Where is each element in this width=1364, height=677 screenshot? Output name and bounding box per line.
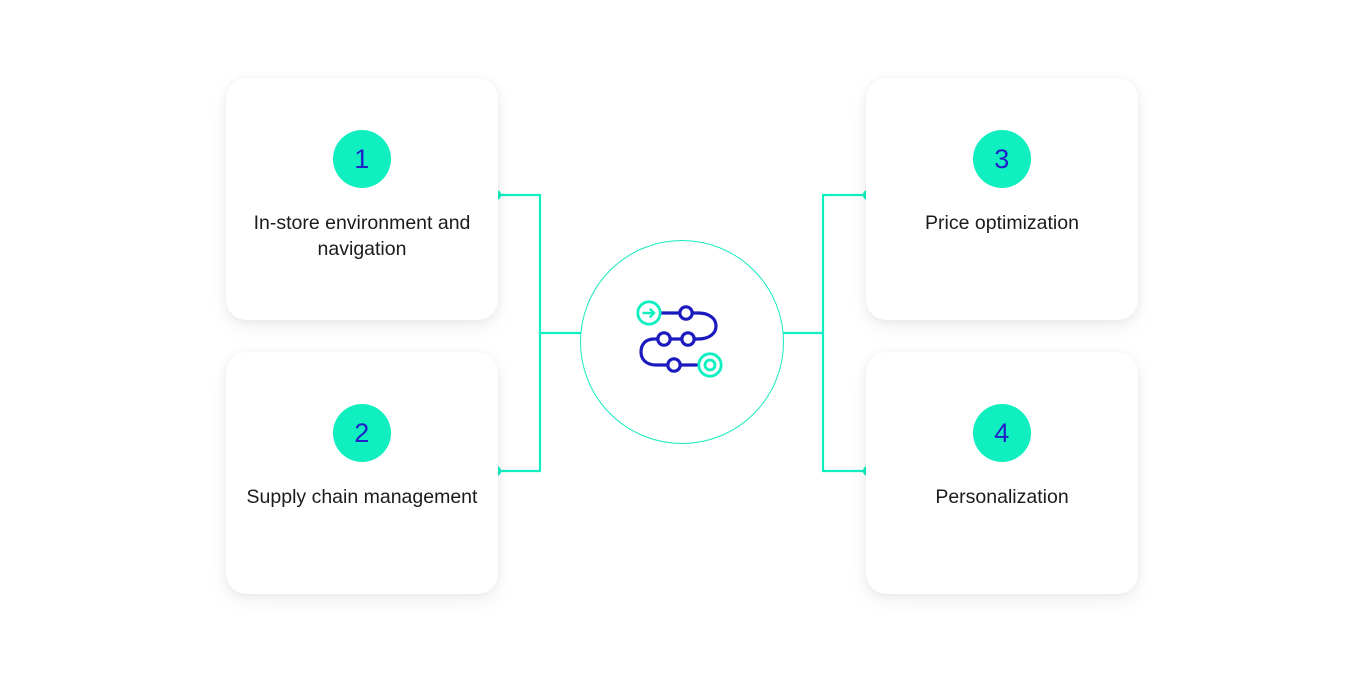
- waypoint-node-2: [680, 331, 696, 347]
- card-label: In-store environment and navigation: [253, 212, 471, 260]
- waypoint-node-4: [666, 357, 682, 373]
- card-label: Supply chain management: [246, 486, 478, 508]
- card-number-badge: 1: [333, 130, 391, 188]
- arrow-in-circle-icon: [636, 300, 662, 326]
- card-label: Personalization: [935, 486, 1069, 508]
- waypoint-node-1: [678, 305, 694, 321]
- card-supply-chain-management[interactable]: 2 Supply chain management: [226, 352, 498, 594]
- card-label: Price optimization: [925, 212, 1079, 234]
- waypoint-node-3: [656, 331, 672, 347]
- card-number-badge: 3: [973, 130, 1031, 188]
- card-personalization[interactable]: 4 Personalization: [866, 352, 1138, 594]
- card-number-badge: 4: [973, 404, 1031, 462]
- card-number-badge: 2: [333, 404, 391, 462]
- journey-path-icon: [636, 300, 723, 378]
- center-hub: [580, 240, 784, 444]
- right-bracket-path: [821, 193, 870, 473]
- card-in-store-environment[interactable]: 1 In-store environment and navigation: [226, 78, 498, 320]
- card-price-optimization[interactable]: 3 Price optimization: [866, 78, 1138, 320]
- left-bracket-path: [494, 193, 542, 473]
- target-circle-icon: [697, 352, 723, 378]
